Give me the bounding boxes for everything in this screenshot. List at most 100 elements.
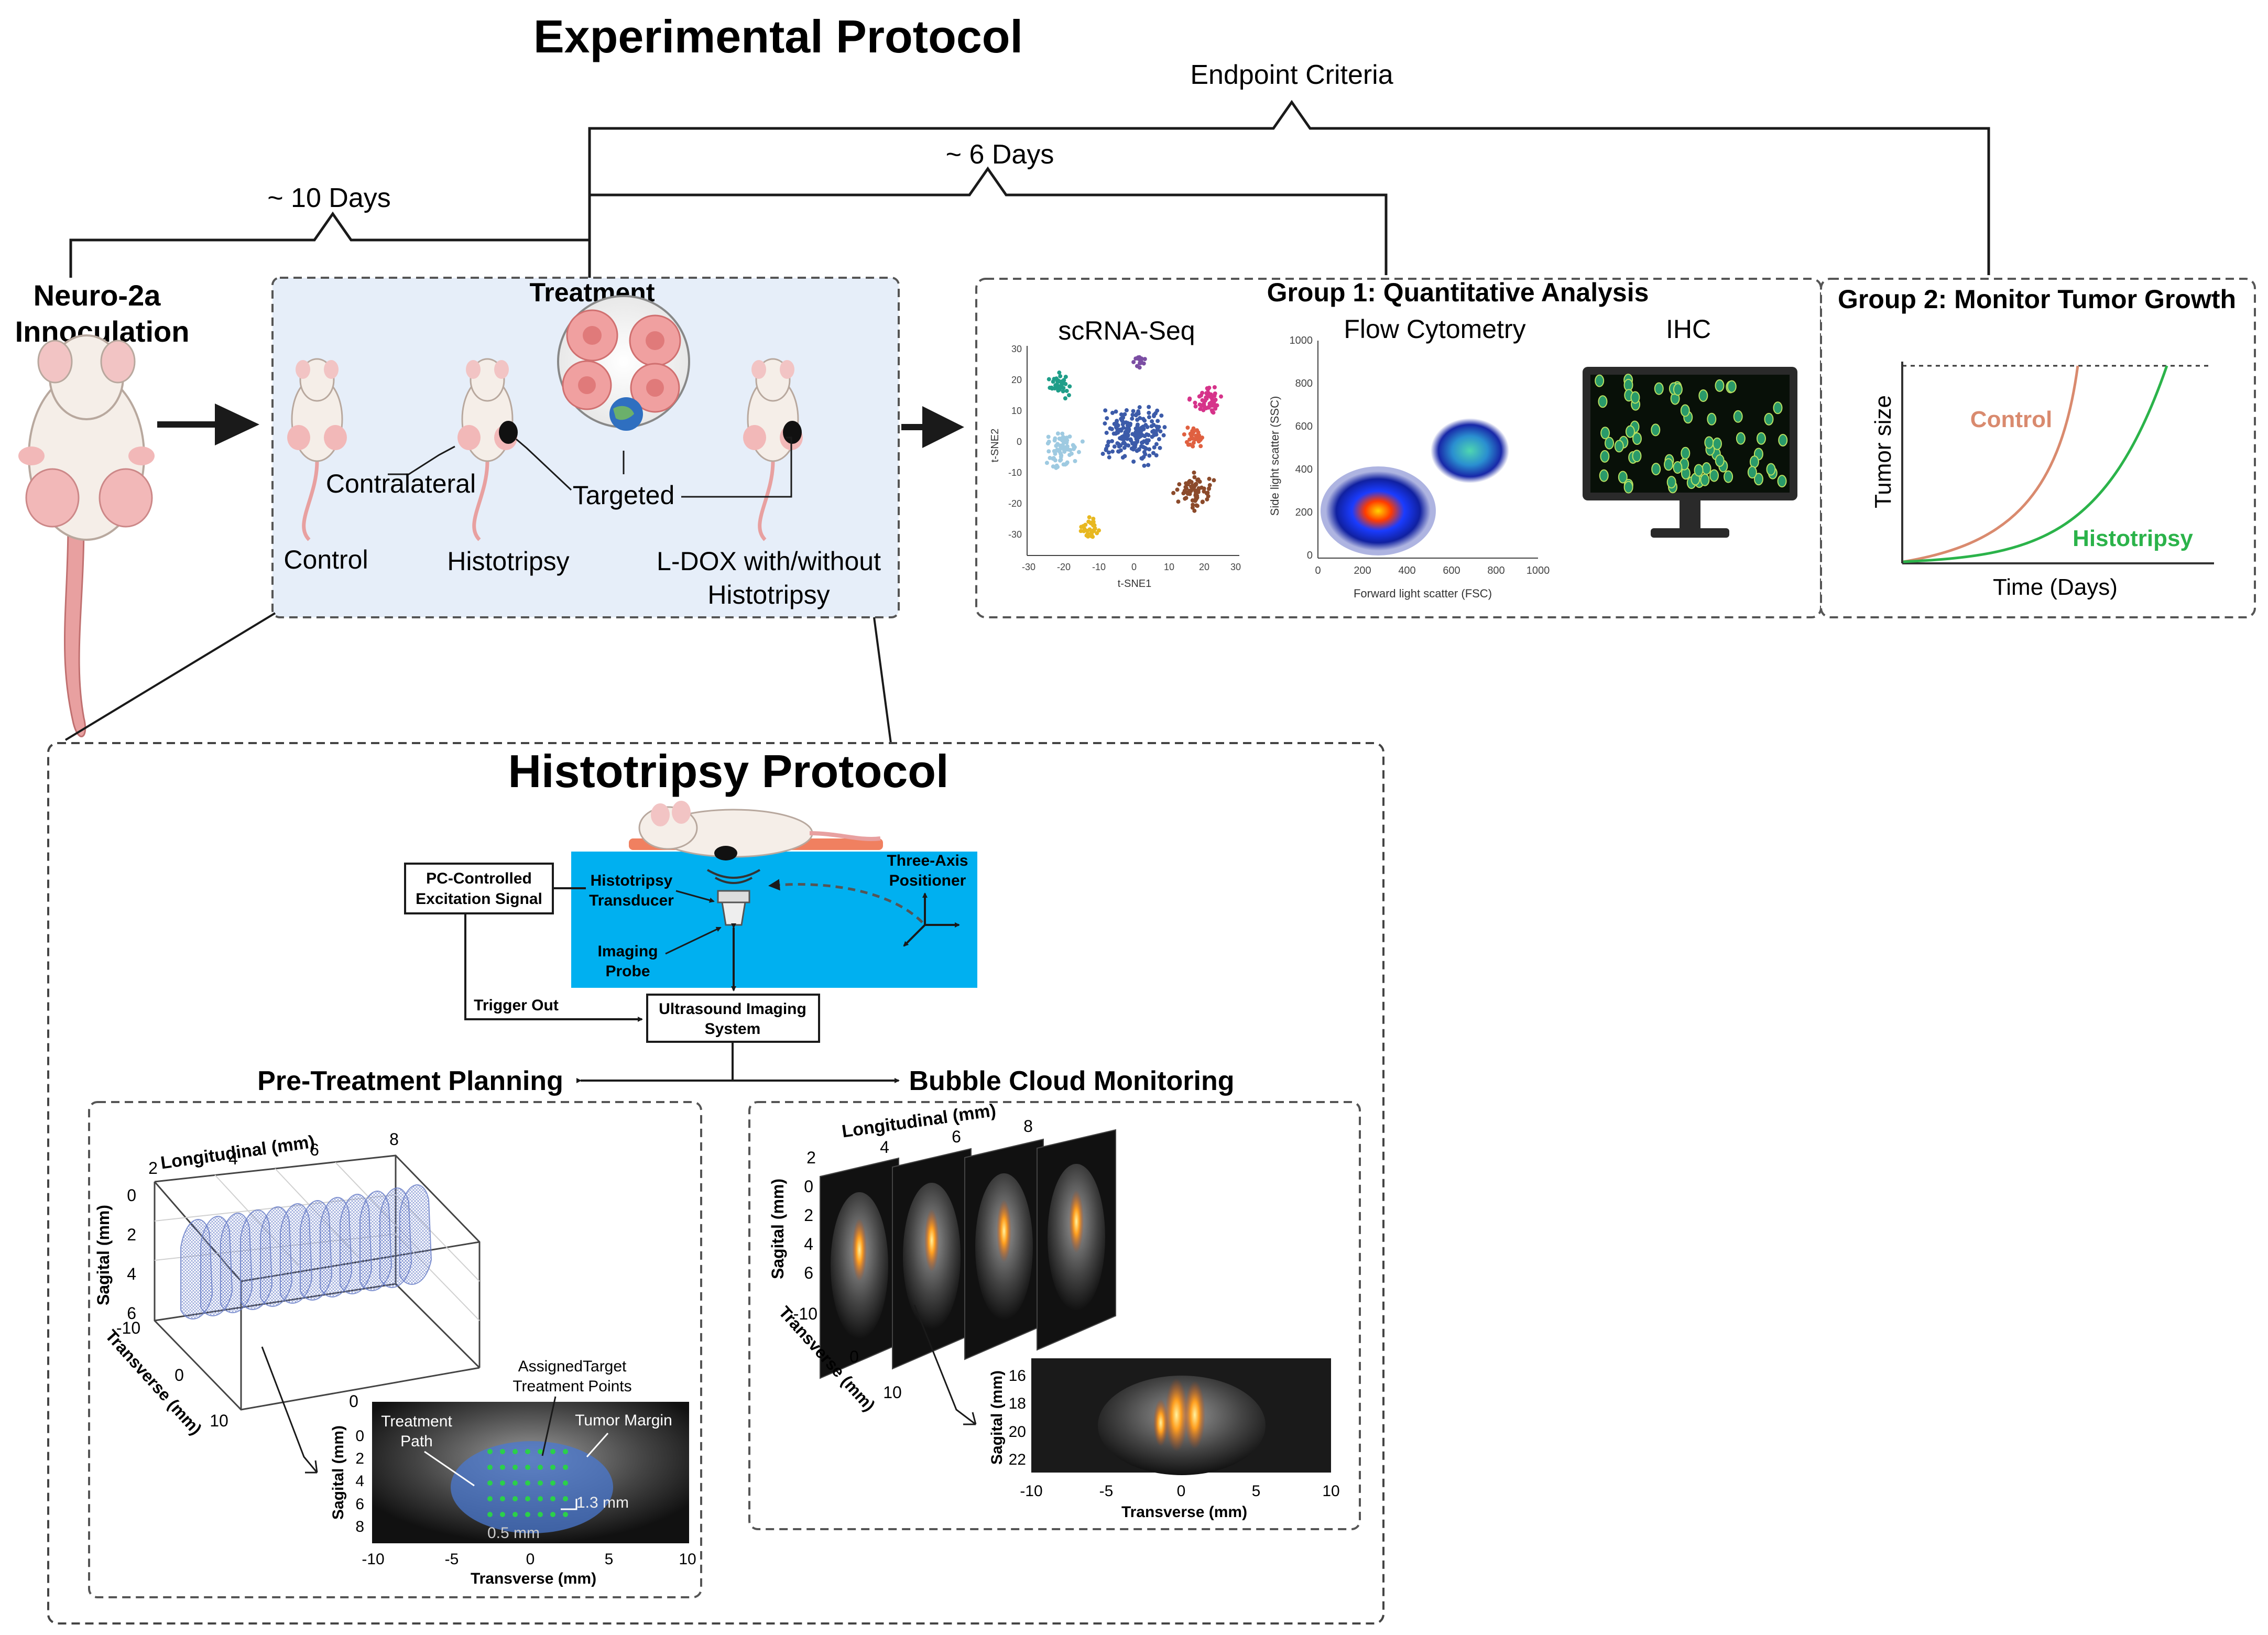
tsne-point bbox=[1051, 456, 1056, 461]
pre-long-tick: 4 bbox=[228, 1149, 238, 1168]
endpoint-bracket bbox=[588, 100, 1990, 283]
tsne-xtick: 10 bbox=[1164, 562, 1174, 572]
ihc-cell bbox=[1673, 461, 1683, 474]
tsne-point bbox=[1061, 389, 1065, 394]
target-point bbox=[538, 1465, 543, 1470]
tsne-point bbox=[1144, 446, 1149, 451]
inset-sag-tick: 4 bbox=[355, 1473, 364, 1490]
tsne-point bbox=[1155, 419, 1160, 423]
target-point bbox=[500, 1512, 505, 1517]
tsne-point bbox=[1115, 429, 1120, 434]
ldox-label-line1: L-DOX with/without bbox=[657, 547, 881, 576]
bubble-trans-tick: 10 bbox=[883, 1383, 902, 1402]
ihc-cell bbox=[1724, 470, 1733, 483]
flow-cytometry-plot: 1000 800 600 400 200 0 0 200 400 600 800… bbox=[1268, 335, 1550, 600]
tsne-points bbox=[1044, 355, 1224, 539]
inset-sag-tick: 2 bbox=[355, 1450, 364, 1467]
tsne-point bbox=[1103, 408, 1108, 413]
tsne-point bbox=[1100, 452, 1105, 456]
target-point bbox=[500, 1480, 505, 1486]
pre-sag-tick: 4 bbox=[127, 1265, 136, 1283]
mouse-prone-icon bbox=[629, 801, 883, 860]
tsne-point bbox=[1184, 486, 1188, 490]
tsne-point bbox=[1205, 394, 1210, 399]
target-point bbox=[538, 1480, 543, 1486]
tsne-point bbox=[1063, 375, 1068, 379]
tsne-point bbox=[1115, 441, 1120, 445]
tsne-point bbox=[1060, 444, 1065, 449]
inset-xlabel: Transverse (mm) bbox=[471, 1570, 596, 1587]
scrna-label: scRNA-Seq bbox=[1058, 316, 1195, 345]
tsne-point bbox=[1208, 402, 1213, 407]
target-point bbox=[500, 1496, 505, 1501]
tsne-point bbox=[1177, 482, 1182, 487]
ihc-cell bbox=[1632, 432, 1642, 445]
tsne-point bbox=[1185, 492, 1190, 496]
control-curve bbox=[1903, 365, 2079, 563]
tsne-point bbox=[1052, 449, 1056, 453]
target-point bbox=[487, 1496, 493, 1501]
tsne-point bbox=[1069, 451, 1074, 456]
target-point bbox=[513, 1480, 518, 1486]
tsne-point bbox=[1147, 447, 1152, 452]
ten-days-bracket bbox=[69, 211, 591, 278]
tsne-point bbox=[1137, 405, 1142, 410]
tsne-point bbox=[1192, 475, 1197, 479]
water-tank bbox=[571, 852, 977, 988]
bubble-inset-x-tick: -5 bbox=[1099, 1483, 1114, 1500]
tsne-point bbox=[1137, 447, 1141, 452]
transducer-line1: Histotripsy bbox=[591, 872, 673, 889]
bubble-sag-tick: 4 bbox=[804, 1235, 813, 1254]
tsne-point bbox=[1126, 433, 1130, 438]
tsne-point bbox=[1106, 450, 1111, 455]
tsne-point bbox=[1187, 437, 1192, 442]
inset-x-tick: 5 bbox=[605, 1551, 614, 1568]
positioner-line2: Positioner bbox=[889, 872, 966, 889]
tsne-point bbox=[1157, 437, 1161, 442]
ihc-cell bbox=[1651, 423, 1661, 437]
target-point bbox=[513, 1512, 518, 1517]
tsne-point bbox=[1158, 445, 1162, 450]
tsne-point bbox=[1191, 440, 1196, 445]
ihc-cell bbox=[1753, 473, 1763, 486]
tsne-point bbox=[1124, 408, 1129, 412]
tsne-point bbox=[1212, 385, 1217, 389]
pc-line2: Excitation Signal bbox=[416, 890, 542, 908]
inoculation-line1: Neuro-2a bbox=[34, 279, 161, 312]
tsne-point bbox=[1109, 427, 1114, 431]
tumor-margin-label: Tumor Margin bbox=[575, 1412, 672, 1429]
target-points bbox=[487, 1449, 568, 1517]
target-point bbox=[525, 1449, 530, 1454]
ihc-cell bbox=[1605, 437, 1615, 450]
tsne-point bbox=[1182, 432, 1186, 437]
tsne-point bbox=[1106, 440, 1111, 445]
tsne-point bbox=[1155, 427, 1160, 432]
tsne-point bbox=[1161, 433, 1166, 438]
tsne-point bbox=[1206, 387, 1211, 392]
tsne-point bbox=[1211, 410, 1216, 415]
ihc-cell bbox=[1700, 473, 1710, 486]
tsne-point bbox=[1205, 490, 1210, 495]
flow-ytick: 200 bbox=[1295, 507, 1313, 518]
tsne-point bbox=[1121, 426, 1126, 430]
pre-planning-title: Pre-Treatment Planning bbox=[257, 1066, 563, 1096]
tsne-xtick: -30 bbox=[1022, 562, 1035, 572]
tsne-point bbox=[1116, 449, 1121, 454]
dim-05-label: 0.5 mm bbox=[487, 1524, 540, 1542]
treatment-slices bbox=[180, 1184, 432, 1320]
target-point bbox=[538, 1449, 543, 1454]
tsne-point bbox=[1051, 379, 1055, 384]
tsne-point bbox=[1068, 448, 1073, 452]
tsne-point bbox=[1058, 437, 1063, 441]
flow-ylabel: Side light scatter (SSC) bbox=[1268, 396, 1281, 516]
ihc-cell bbox=[1736, 432, 1746, 445]
tsne-point bbox=[1080, 439, 1085, 444]
tsne-point bbox=[1139, 444, 1143, 449]
tsne-point bbox=[1138, 432, 1142, 437]
tsne-point bbox=[1119, 437, 1124, 441]
treatment-path-line2: Path bbox=[400, 1433, 433, 1450]
tsne-point bbox=[1212, 404, 1217, 408]
inset-x-tick: -5 bbox=[445, 1551, 459, 1568]
probe-line2: Probe bbox=[605, 963, 650, 980]
pre-zero-tick: 0 bbox=[349, 1392, 358, 1411]
